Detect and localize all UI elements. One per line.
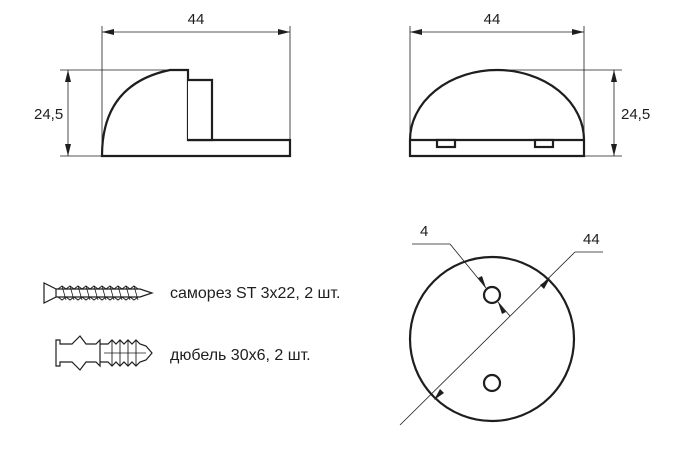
side-height-value: 24,5 xyxy=(34,106,63,123)
front-height-value: 24,5 xyxy=(621,106,650,123)
diameter-dimension-line xyxy=(399,251,576,426)
side-height-arrow-bottom xyxy=(65,144,71,156)
diameter-arrow-bottom xyxy=(434,389,444,400)
screw-icon xyxy=(43,282,154,304)
front-width-arrow-left xyxy=(410,29,422,35)
base-circle xyxy=(408,255,576,423)
front-height-arrow-bottom xyxy=(611,144,617,156)
front-width-arrow-right xyxy=(572,29,584,35)
side-width-arrow-left xyxy=(102,29,114,35)
mounting-hole-bottom xyxy=(482,373,502,393)
hole-arrow-lower xyxy=(498,302,506,314)
hole-leader-tail xyxy=(497,301,511,317)
front-view: 44 24,5 xyxy=(408,11,650,158)
side-view: 44 24,5 xyxy=(34,11,292,158)
bottom-view: 44 4 xyxy=(399,223,603,426)
front-view-slot-left xyxy=(435,138,457,149)
mounting-hole-top xyxy=(482,285,502,305)
side-width-arrow-right xyxy=(278,29,290,35)
front-height-arrow-top xyxy=(611,70,617,82)
screw-label: саморез ST 3х22, 2 шт. xyxy=(170,285,340,302)
side-height-arrow-top xyxy=(65,70,71,82)
side-view-rubber-insert xyxy=(188,78,214,142)
wall-plug-label: дюбель 30х6, 2 шт. xyxy=(170,347,311,364)
wall-plug-icon xyxy=(55,335,153,371)
diameter-arrow-top xyxy=(540,278,550,289)
diameter-value: 44 xyxy=(583,231,600,248)
front-width-value: 44 xyxy=(484,11,501,28)
hole-diameter-value: 4 xyxy=(420,223,428,240)
hole-arrow-upper xyxy=(478,276,486,288)
front-view-slot-right xyxy=(533,138,555,149)
hole-leader-diagonal xyxy=(449,243,487,289)
side-width-value: 44 xyxy=(188,11,205,28)
